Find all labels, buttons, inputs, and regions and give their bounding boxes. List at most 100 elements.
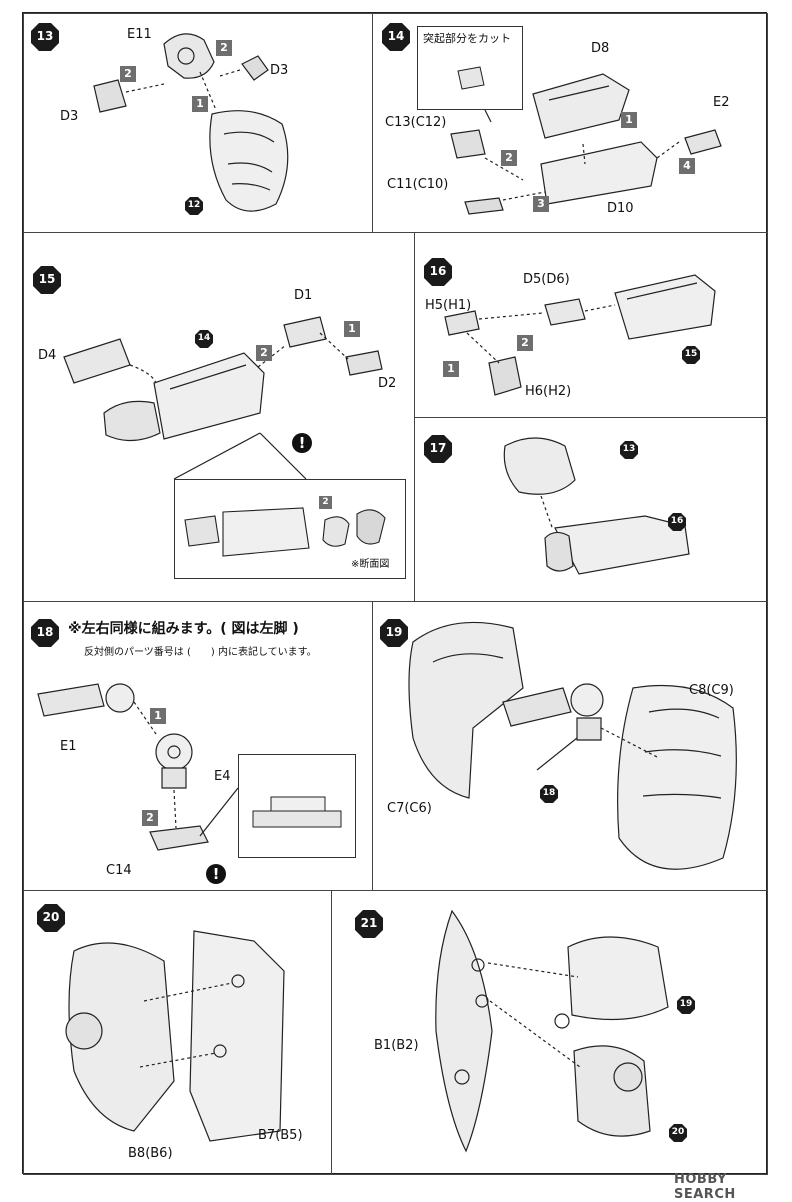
part-label-d4: D4 (38, 348, 57, 363)
step-16-illustration (444, 274, 716, 396)
step-15-badge: 15 (32, 265, 62, 295)
ref-badge-20: 20 (668, 1123, 688, 1143)
octagon-badge-icon (382, 23, 410, 51)
part-label-e4: E4 (214, 769, 231, 784)
step-21-number: 21 (360, 916, 378, 930)
octagon-badge-icon (31, 619, 59, 647)
step-14-number: 14 (387, 29, 405, 43)
step-17-illustration (503, 437, 690, 575)
instruction-sheet: 13 E11 D3 D3 1 2 2 12 (22, 12, 768, 1175)
part-label-d5: D5(D6) (523, 272, 570, 287)
octagon-badge-icon (31, 23, 59, 51)
cut-note-callout: 突起部分をカット (417, 26, 523, 110)
part-label-b8: B8(B6) (128, 1146, 173, 1161)
section-view-drawing (184, 507, 386, 557)
octagon-badge-icon (33, 266, 61, 294)
step-19-panel: 19 C8(C9) C7(C6) 18 (372, 601, 768, 891)
c14-detail-drawing (252, 796, 342, 828)
octagon-badge-icon (668, 513, 686, 531)
ref-badge-16: 16 (667, 512, 687, 532)
cut-note-text: 突起部分をカット (423, 32, 511, 45)
step-17-panel: 17 13 16 (414, 417, 768, 602)
part-label-d1: D1 (294, 288, 313, 303)
step-13-number: 13 (36, 29, 54, 43)
section-view-callout: 2 ※断面図 (174, 479, 406, 579)
step-15-number: 15 (38, 272, 56, 286)
part-label-b1: B1(B2) (374, 1038, 419, 1053)
octagon-badge-icon (540, 785, 558, 803)
step-21-panel: 21 B1(B2) 19 20 (331, 890, 768, 1175)
octagon-badge-icon (380, 619, 408, 647)
octagon-badge-icon (682, 346, 700, 364)
order-box-1: 1 (150, 708, 166, 724)
part-label-h6: H6(H2) (525, 384, 572, 399)
part-label-c8: C8(C9) (689, 683, 734, 698)
ref-badge-14: 14 (194, 329, 214, 349)
exclamation-icon: ! (292, 433, 312, 453)
part-label-e2: E2 (713, 95, 730, 110)
step-17-number: 17 (429, 441, 447, 455)
c14-detail-callout (238, 754, 356, 858)
ref-badge-19: 19 (676, 995, 696, 1015)
step-21-badge: 21 (354, 909, 384, 939)
order-box-2: 2 (256, 345, 272, 361)
step-20-badge: 20 (36, 903, 66, 933)
step-16-panel: 16 D5(D6) H5(H1) H6(H2) 1 2 15 (414, 232, 768, 418)
octagon-badge-icon (620, 441, 638, 459)
order-box-1: 1 (443, 361, 459, 377)
step-20-panel: 20 B8(B6) B7(B5) (23, 890, 332, 1175)
part-label-e11: E11 (127, 27, 152, 42)
step-20-illustration (65, 930, 285, 1142)
step-13-illustration (93, 33, 289, 212)
order-box-2b: 2 (120, 66, 136, 82)
step-15-panel: 15 D1 D4 D2 1 2 14 ! 2 ※断面図 (23, 232, 415, 602)
part-label-e1: E1 (60, 739, 77, 754)
exclamation-icon: ! (206, 864, 226, 884)
part-label-c7: C7(C6) (387, 801, 432, 816)
octagon-badge-icon (355, 910, 383, 938)
step-18-badge: 18 (30, 618, 60, 648)
order-box-3: 3 (533, 196, 549, 212)
part-label-c13: C13(C12) (385, 115, 447, 130)
ref-badge-12: 12 (184, 196, 204, 216)
ref-badge-13: 13 (619, 440, 639, 460)
octagon-badge-icon (677, 996, 695, 1014)
order-box-2: 2 (142, 810, 158, 826)
cut-detail-drawing (457, 66, 485, 90)
part-label-d3-right: D3 (270, 63, 289, 78)
part-label-c14: C14 (106, 863, 132, 878)
order-box-1: 1 (344, 321, 360, 337)
section-view-note: ※断面図 (351, 559, 390, 570)
part-label-h5: H5(H1) (425, 298, 472, 313)
step-18-panel: 18 ※左右同様に組みます。( 図は左脚 ) 反対側のパーツ番号は ( ) 内に… (23, 601, 373, 891)
ref-badge-15: 15 (681, 345, 701, 365)
step-18-illustration (37, 683, 239, 851)
watermark: HOBBY SEARCH (674, 1172, 736, 1202)
step-18-number: 18 (36, 625, 54, 639)
order-box-4: 4 (679, 158, 695, 174)
step-19-illustration (408, 621, 737, 870)
order-box-2: 2 (501, 150, 517, 166)
step-13-panel: 13 E11 D3 D3 1 2 2 12 (23, 13, 373, 233)
part-label-d8: D8 (591, 41, 610, 56)
step-14-illustration (450, 73, 722, 215)
step-19-number: 19 (385, 625, 403, 639)
order-box-2a: 2 (216, 40, 232, 56)
step-16-badge: 16 (423, 257, 453, 287)
octagon-badge-icon (424, 435, 452, 463)
step-17-badge: 17 (423, 434, 453, 464)
step-19-badge: 19 (379, 618, 409, 648)
ref-badge-18: 18 (539, 784, 559, 804)
step-13-badge: 13 (30, 22, 60, 52)
step-14-panel: 14 突起部分をカット D8 E2 C13(C12) C11(C10) D10 … (372, 13, 768, 233)
part-label-b7: B7(B5) (258, 1128, 303, 1143)
step-14-badge: 14 (381, 22, 411, 52)
step-21-illustration (435, 909, 669, 1153)
part-label-d2: D2 (378, 376, 397, 391)
octagon-badge-icon (37, 904, 65, 932)
step-18-subtitle: 反対側のパーツ番号は ( ) 内に表記しています。 (84, 647, 317, 658)
part-label-c11: C11(C10) (387, 177, 449, 192)
step-20-number: 20 (42, 910, 60, 924)
part-label-d10: D10 (607, 201, 634, 216)
part-label-d3-left: D3 (60, 109, 79, 124)
